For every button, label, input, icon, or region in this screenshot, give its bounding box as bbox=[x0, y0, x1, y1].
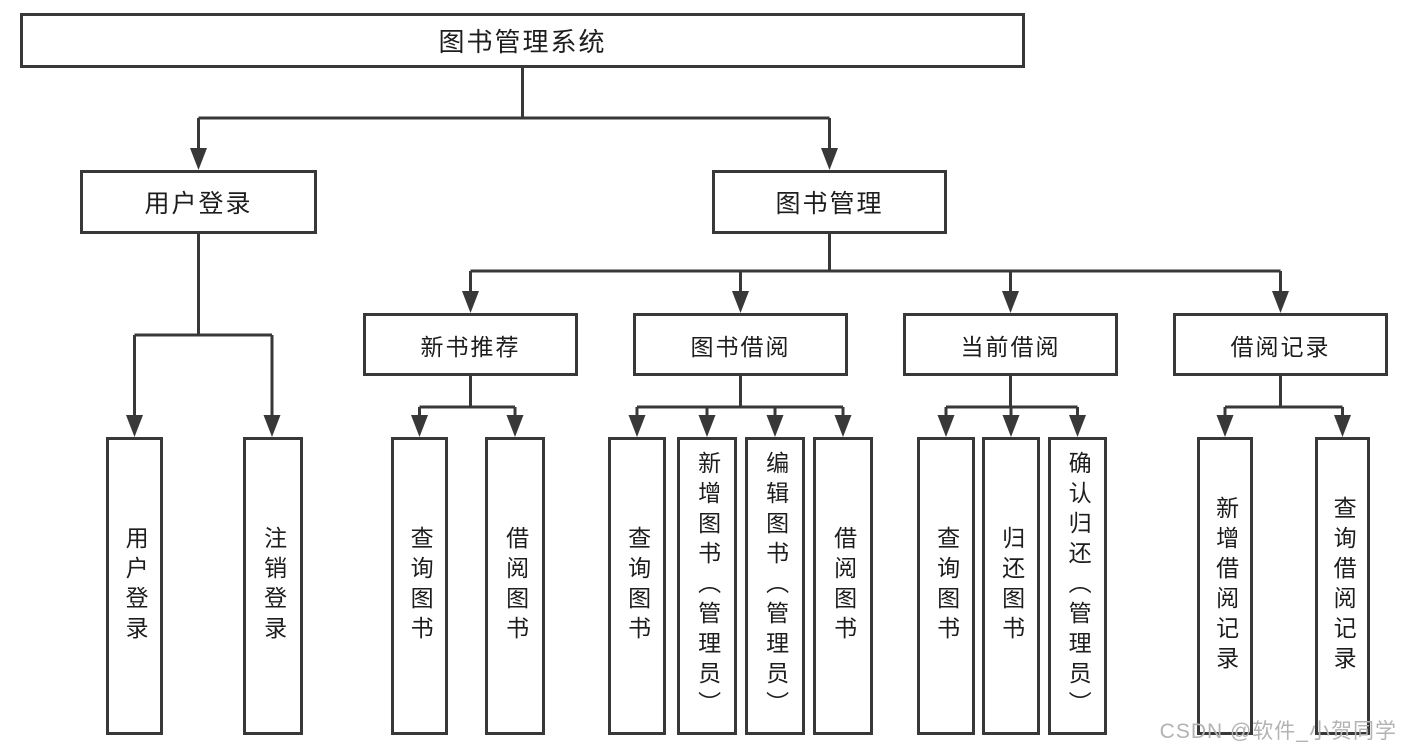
connector-book-management bbox=[469, 234, 1282, 294]
leaf-return-books: 归还图书 bbox=[982, 437, 1040, 735]
node-system-root: 图书管理系统 bbox=[20, 13, 1025, 68]
connector-root bbox=[197, 68, 831, 152]
csdn-watermark: CSDN @软件_小贺同学 bbox=[1159, 720, 1397, 743]
node-label: 借阅图书 bbox=[502, 526, 529, 646]
leaf-logout: 注销登录 bbox=[243, 437, 303, 735]
connector-book-borrow bbox=[635, 376, 845, 418]
node-label: 当前借阅 bbox=[960, 333, 1061, 360]
connector-user-login bbox=[133, 234, 274, 418]
node-label: 新书推荐 bbox=[420, 333, 521, 360]
node-label: 确认归还（管理员） bbox=[1065, 451, 1092, 721]
node-label: 查询图书 bbox=[407, 526, 434, 646]
leaf-borrow-books-2: 借阅图书 bbox=[813, 437, 873, 735]
node-label: 查询图书 bbox=[624, 526, 651, 646]
leaf-confirm-return-admin: 确认归还（管理员） bbox=[1048, 437, 1107, 735]
node-label: 新增借阅记录 bbox=[1212, 496, 1239, 676]
node-book-borrow: 图书借阅 bbox=[633, 313, 848, 376]
node-label: 新增图书（管理员） bbox=[694, 451, 721, 721]
leaf-query-borrow-record: 查询借阅记录 bbox=[1315, 437, 1370, 735]
node-borrow-records: 借阅记录 bbox=[1173, 313, 1388, 376]
leaf-edit-books-admin: 编辑图书（管理员） bbox=[745, 437, 805, 735]
leaf-user-login: 用户登录 bbox=[106, 437, 163, 735]
node-label: 用户登录 bbox=[122, 526, 149, 646]
node-label: 注销登录 bbox=[260, 526, 287, 646]
node-label: 查询借阅记录 bbox=[1330, 496, 1357, 676]
leaf-borrow-books-1: 借阅图书 bbox=[485, 437, 545, 735]
leaf-query-books-1: 查询图书 bbox=[391, 437, 448, 735]
node-label: 归还图书 bbox=[998, 526, 1025, 646]
connector-new-book bbox=[418, 376, 517, 418]
leaf-query-books-3: 查询图书 bbox=[917, 437, 975, 735]
node-label: 借阅记录 bbox=[1230, 333, 1331, 360]
leaf-query-books-2: 查询图书 bbox=[608, 437, 666, 735]
leaf-add-borrow-record: 新增借阅记录 bbox=[1197, 437, 1253, 735]
node-label: 编辑图书（管理员） bbox=[762, 451, 789, 721]
node-label: 用户登录 bbox=[144, 190, 253, 218]
node-label: 图书借阅 bbox=[690, 333, 791, 360]
node-user-login-branch: 用户登录 bbox=[80, 170, 317, 234]
node-label: 借阅图书 bbox=[830, 526, 857, 646]
leaf-add-books-admin: 新增图书（管理员） bbox=[677, 437, 737, 735]
node-book-management-branch: 图书管理 bbox=[712, 170, 947, 234]
node-label: 查询图书 bbox=[933, 526, 960, 646]
connector-current-borrow bbox=[944, 376, 1079, 418]
node-current-borrow: 当前借阅 bbox=[903, 313, 1118, 376]
connector-borrow-records bbox=[1223, 376, 1344, 418]
node-label: 图书管理 bbox=[775, 190, 884, 218]
node-new-book-recommend: 新书推荐 bbox=[363, 313, 578, 376]
node-label: 图书管理系统 bbox=[438, 27, 607, 57]
